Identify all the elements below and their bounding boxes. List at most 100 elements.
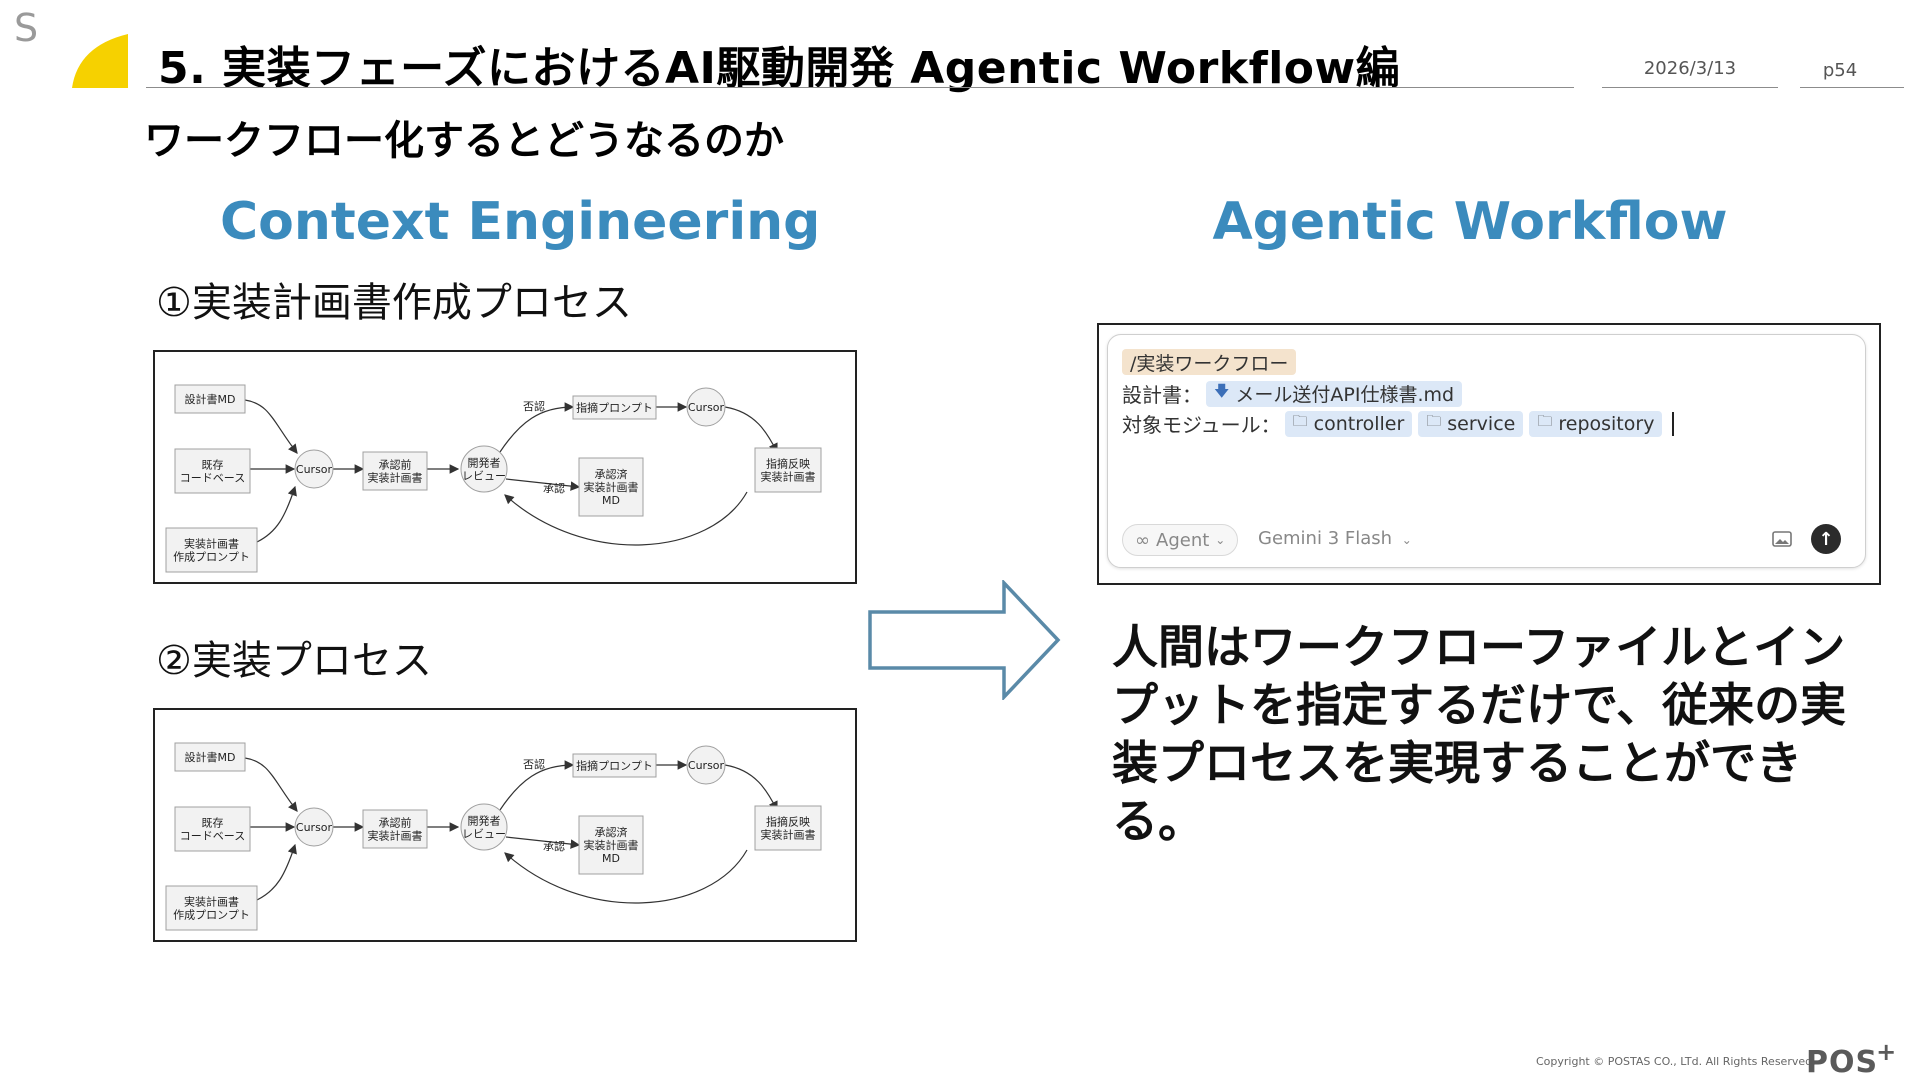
edge-cursor-to-revised bbox=[724, 406, 778, 454]
node-design-md-label: 設計書MD bbox=[185, 750, 236, 764]
chevron-down-icon: ⌄ bbox=[1401, 533, 1412, 547]
design-file-name: メール送付API仕様書.md bbox=[1235, 384, 1455, 406]
node-plan-prompt-label: 実装計画書 bbox=[184, 537, 239, 551]
workflow-command-chip[interactable]: /実装ワークフロー bbox=[1122, 349, 1297, 375]
module-chip-repository[interactable]: 🗀 repository bbox=[1529, 410, 1663, 437]
image-icon[interactable] bbox=[1772, 531, 1792, 547]
node-approved-plan-label: MD bbox=[602, 852, 620, 865]
step2-label: ②実装プロセス bbox=[156, 638, 432, 684]
module-name: repository bbox=[1558, 412, 1655, 435]
node-developer-review-label: レビュー bbox=[462, 470, 506, 483]
node-design-md-label: 設計書MD bbox=[185, 392, 236, 406]
node-instruct-prompt-label: 指摘プロンプト bbox=[576, 401, 653, 415]
node-plan-prompt-box bbox=[165, 885, 258, 931]
node-revised-plan-label: 実装計画書 bbox=[761, 828, 816, 842]
postas-logo: POS+ bbox=[1806, 1038, 1898, 1080]
node-approved-plan-label: 承認済 bbox=[595, 825, 628, 839]
modules-label: 対象モジュール： bbox=[1122, 413, 1281, 437]
send-arrow-icon[interactable]: ↑ bbox=[1811, 524, 1841, 554]
module-name: service bbox=[1447, 412, 1516, 435]
agent-input-panel[interactable]: /実装ワークフロー 設計書： 🡇 メール送付API仕様書.md 対象モジュール：… bbox=[1107, 334, 1866, 568]
design-label: 設計書： bbox=[1122, 383, 1202, 407]
node-plan-prompt-box bbox=[165, 527, 258, 573]
slide-subtitle: ワークフロー化するとどうなるのか bbox=[144, 118, 784, 164]
edge-label-approve: 承認 bbox=[543, 839, 565, 853]
agentic-workflow-heading: Agentic Workflow bbox=[1212, 192, 1728, 252]
node-cursor-2-label: Cursor bbox=[688, 759, 725, 772]
node-instruct-prompt-label: 指摘プロンプト bbox=[576, 759, 653, 773]
node-instruct-prompt-box bbox=[572, 395, 657, 420]
folder-icon: 🗀 bbox=[1537, 412, 1553, 430]
summary-message: 人間はワークフローファイルとインプットを指定するだけで、従来の実装プロセスを実現… bbox=[1112, 620, 1847, 848]
node-draft-plan-box bbox=[362, 809, 428, 849]
edge-review-to-instruct bbox=[499, 402, 575, 453]
model-selector[interactable]: Gemini 3 Flash ⌄ bbox=[1258, 528, 1412, 549]
node-draft-plan-label: 承認前 bbox=[379, 816, 412, 830]
module-name: controller bbox=[1313, 412, 1405, 435]
infinity-icon: ∞ bbox=[1135, 529, 1150, 551]
title-underline bbox=[146, 87, 1574, 88]
design-file-chip[interactable]: 🡇 メール送付API仕様書.md bbox=[1206, 380, 1463, 407]
corner-letter: S bbox=[14, 6, 39, 50]
text-caret bbox=[1672, 411, 1675, 436]
edge-design-to-cursor bbox=[244, 399, 298, 454]
node-cursor-node bbox=[294, 449, 334, 489]
node-draft-plan-label: 実装計画書 bbox=[368, 471, 423, 485]
slide-date: 2026/3/13 bbox=[1643, 58, 1737, 79]
edge-review-to-instruct bbox=[499, 760, 575, 811]
edge-review-to-approved bbox=[505, 478, 581, 491]
slide-title: 5. 実装フェーズにおけるAI駆動開発 Agentic Workflow編 bbox=[158, 43, 1401, 94]
edge-label-reject: 否認 bbox=[523, 757, 545, 771]
node-approved-plan-label: 承認済 bbox=[595, 467, 628, 481]
edge-review-to-approved bbox=[505, 836, 581, 849]
brand-mark-icon bbox=[72, 34, 128, 88]
edge-revised-to-review bbox=[504, 491, 748, 546]
node-developer-review-node bbox=[460, 803, 508, 851]
node-approved-plan-box bbox=[578, 815, 644, 875]
node-approved-plan-label: 実装計画書 bbox=[584, 838, 639, 852]
node-codebase-label: 既存 bbox=[202, 458, 224, 472]
edge-revised-to-review bbox=[504, 849, 748, 904]
node-revised-plan-label: 指摘反映 bbox=[766, 457, 810, 471]
agent-mode-button[interactable]: ∞ Agent ⌄ bbox=[1122, 524, 1239, 556]
folder-icon: 🗀 bbox=[1426, 412, 1442, 430]
node-plan-prompt-label: 作成プロンプト bbox=[173, 909, 250, 922]
node-cursor-node bbox=[294, 807, 334, 847]
agent-chat-screenshot: /実装ワークフロー 設計書： 🡇 メール送付API仕様書.md 対象モジュール：… bbox=[1097, 323, 1881, 585]
step1-label: ①実装計画書作成プロセス bbox=[156, 280, 632, 326]
node-approved-plan-label: MD bbox=[602, 494, 620, 507]
page-underline bbox=[1800, 87, 1904, 88]
node-draft-plan-label: 実装計画書 bbox=[368, 829, 423, 843]
module-chip-controller[interactable]: 🗀 controller bbox=[1284, 410, 1413, 437]
node-codebase-box bbox=[174, 448, 251, 494]
copyright-text: Copyright © POSTAS CO., LTd. All Rights … bbox=[1536, 1055, 1816, 1068]
node-design-md-box bbox=[174, 742, 246, 772]
edge-prompt-to-cursor bbox=[256, 843, 297, 901]
page-number: p54 bbox=[1822, 60, 1858, 81]
node-codebase-label: コードベース bbox=[180, 830, 245, 843]
node-codebase-label: 既存 bbox=[202, 816, 224, 830]
design-line: 設計書： 🡇 メール送付API仕様書.md bbox=[1122, 379, 1468, 408]
model-label: Gemini 3 Flash bbox=[1258, 528, 1393, 549]
node-developer-review-label: 開発者 bbox=[468, 814, 501, 828]
node-developer-review-label: 開発者 bbox=[468, 456, 501, 470]
agent-mode-label: Agent bbox=[1156, 529, 1210, 551]
command-line: /実装ワークフロー bbox=[1122, 349, 1297, 375]
node-draft-plan-box bbox=[362, 451, 428, 491]
node-revised-plan-label: 実装計画書 bbox=[761, 470, 816, 484]
chevron-down-icon: ⌄ bbox=[1215, 533, 1226, 547]
node-revised-plan-label: 指摘反映 bbox=[766, 815, 810, 829]
node-codebase-label: コードベース bbox=[180, 472, 245, 485]
node-cursor-2-node bbox=[686, 387, 726, 427]
node-revised-plan-box bbox=[754, 447, 822, 493]
module-chip-service[interactable]: 🗀 service bbox=[1418, 410, 1524, 437]
node-approved-plan-box bbox=[578, 457, 644, 517]
node-codebase-box bbox=[174, 806, 251, 852]
edge-prompt-to-cursor bbox=[256, 485, 297, 543]
node-plan-prompt-label: 実装計画書 bbox=[184, 895, 239, 909]
node-cursor-label: Cursor bbox=[296, 821, 333, 834]
